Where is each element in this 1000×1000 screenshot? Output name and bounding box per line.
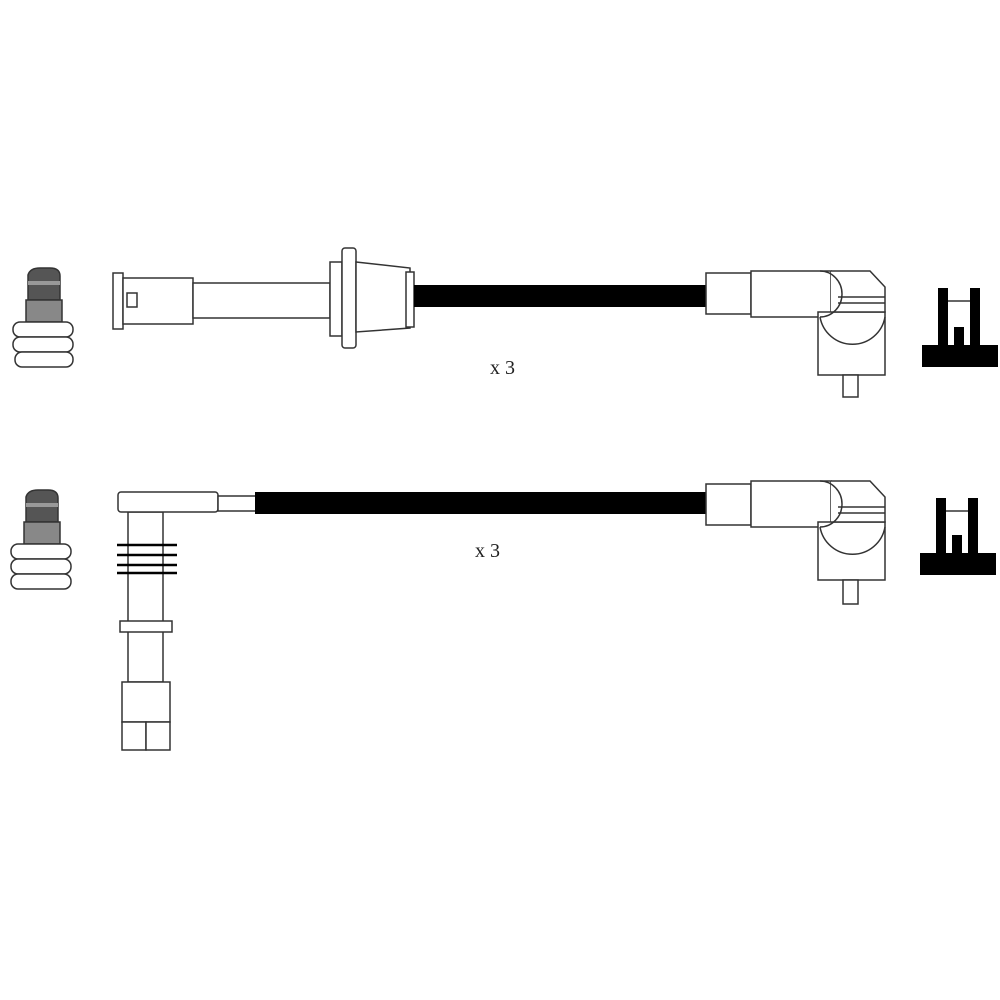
terminal-nut-top xyxy=(922,288,998,367)
terminal-nut-bottom xyxy=(920,498,996,575)
angled-boot-bottom xyxy=(705,480,886,605)
quantity-label-top: x 3 xyxy=(490,357,515,379)
angled-boot-top xyxy=(705,270,886,398)
spark-plug-cap-bottom xyxy=(10,489,72,590)
quantity-label-bottom: x 3 xyxy=(475,540,500,562)
spark-plug-cap-top xyxy=(12,267,74,368)
coil-connector-top xyxy=(112,247,415,349)
cable-top xyxy=(414,285,706,307)
cable-bottom xyxy=(255,492,706,514)
angled-coil-connector-bottom xyxy=(117,491,257,751)
